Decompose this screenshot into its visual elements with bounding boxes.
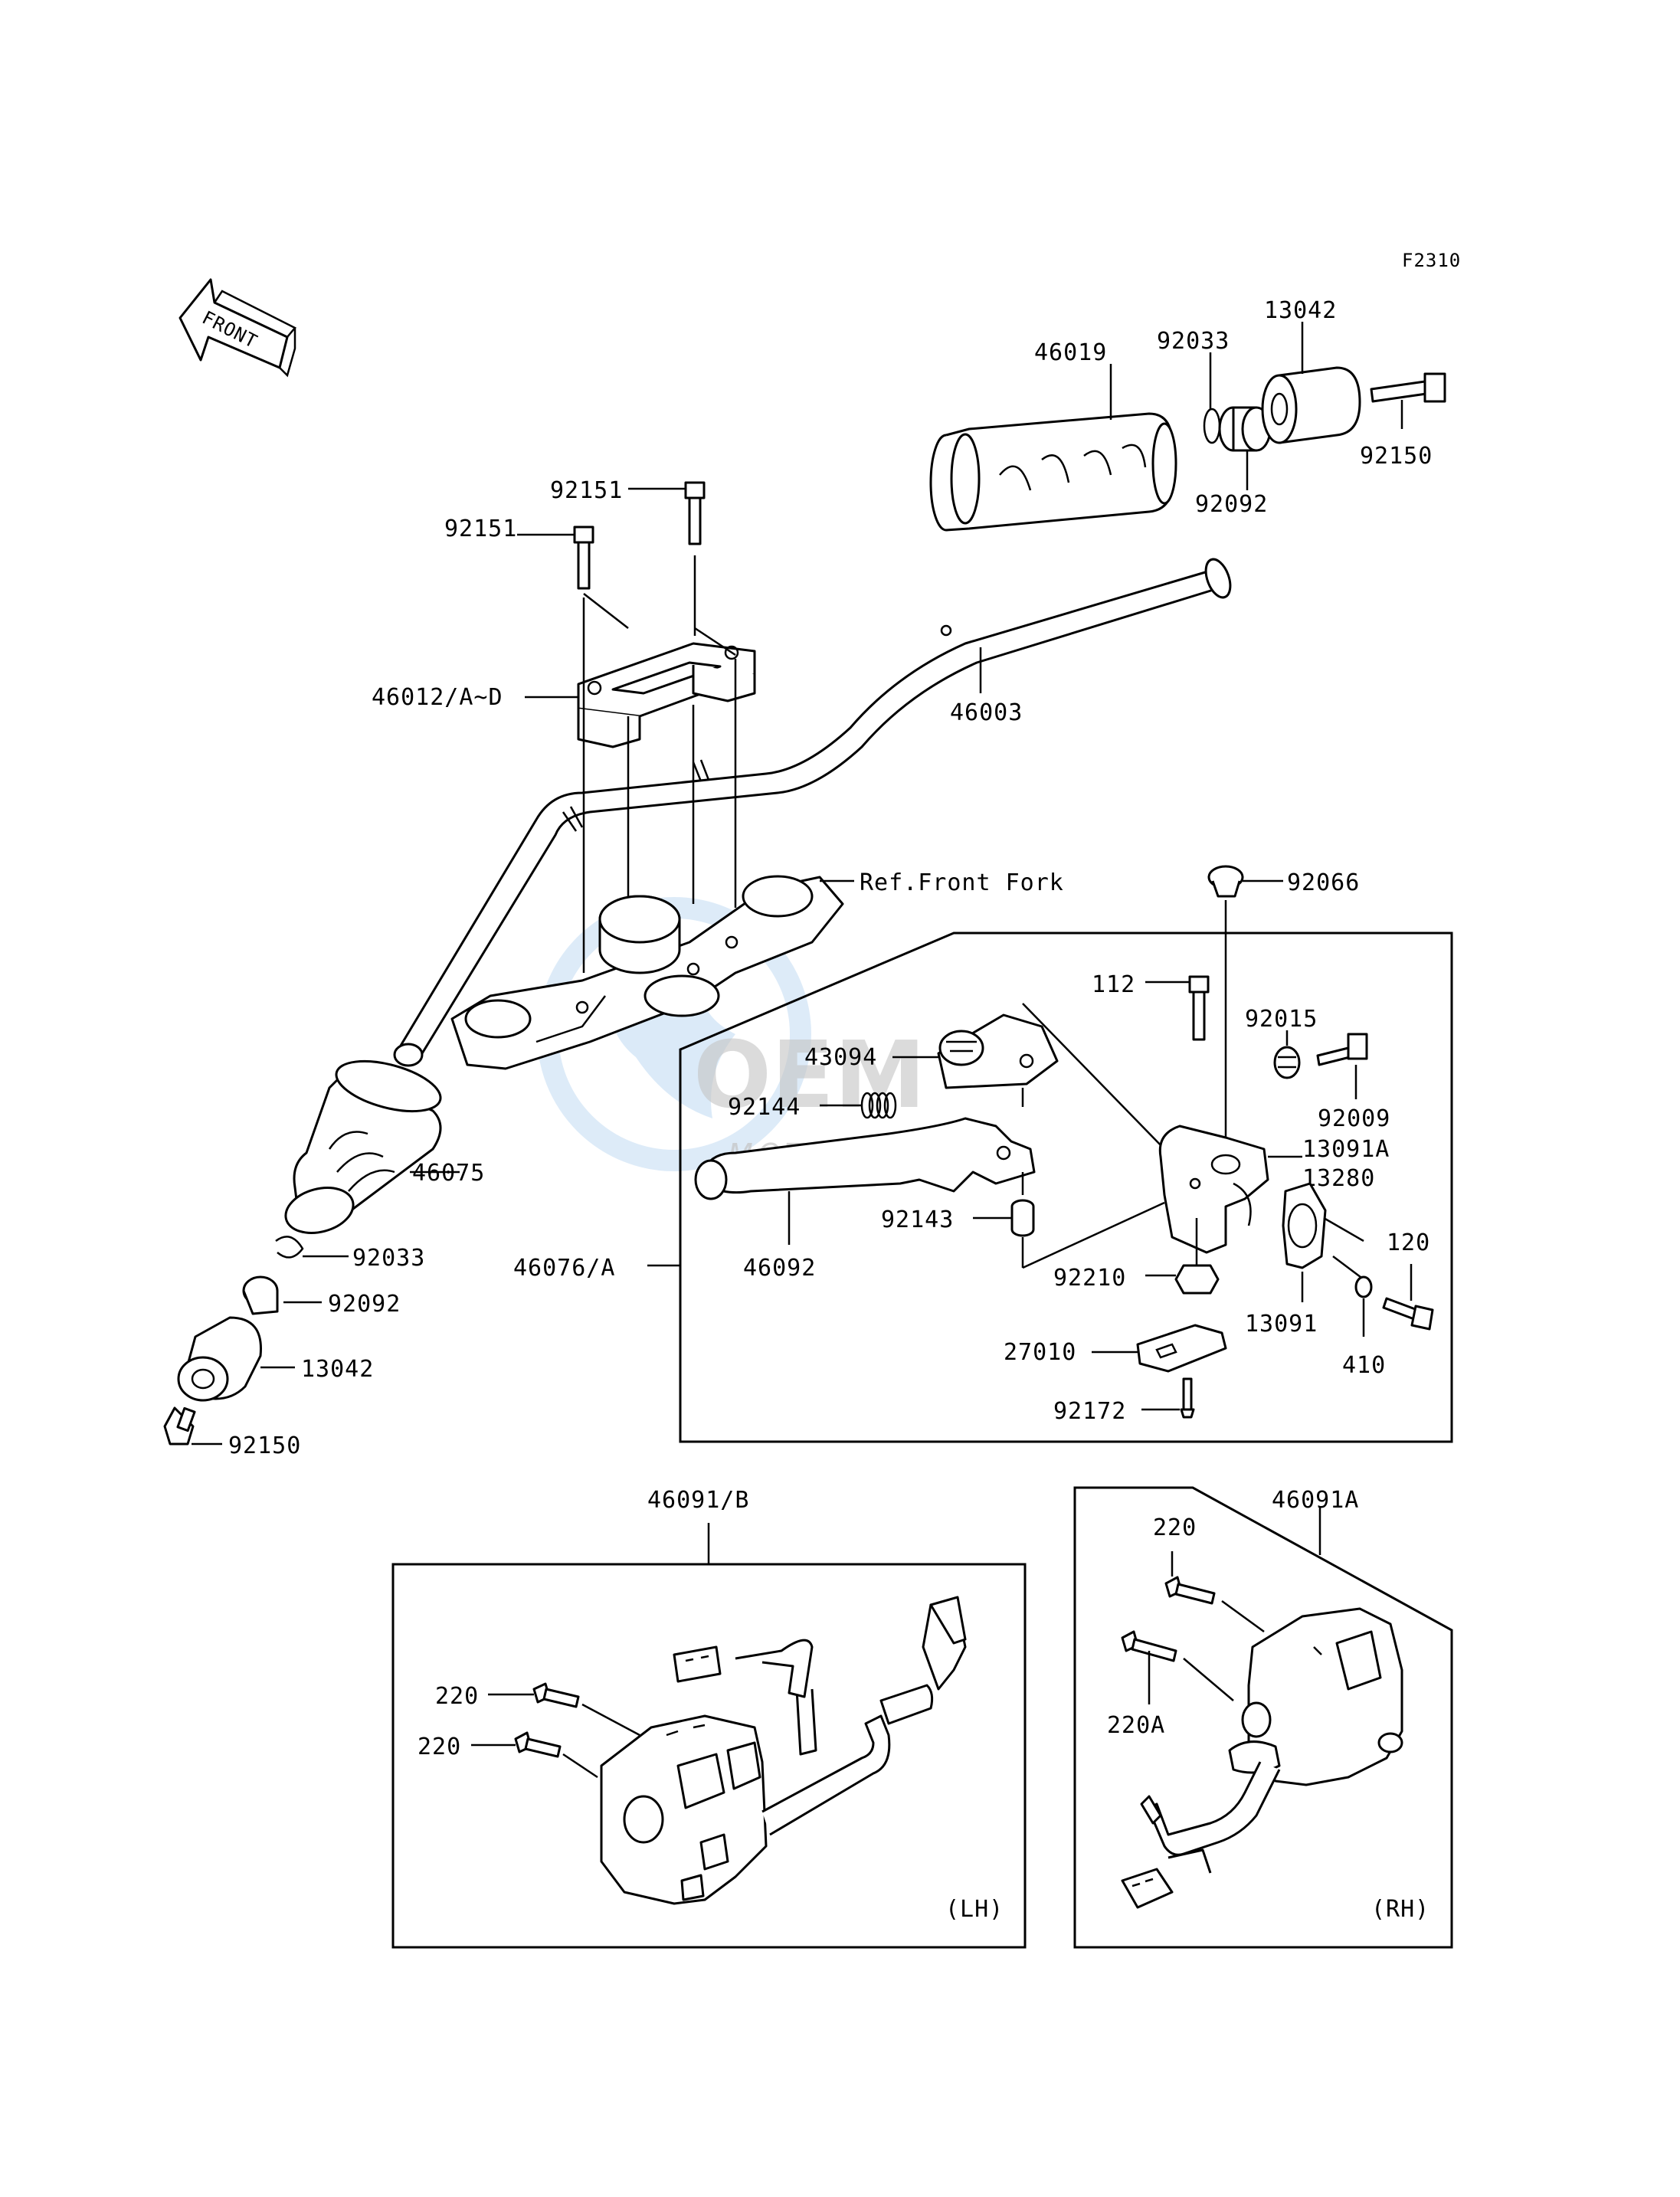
adjuster-43094 — [937, 1013, 1059, 1089]
label-220A: 220A — [1107, 1712, 1165, 1739]
screw-92009 — [1316, 1033, 1368, 1066]
screw-220-lh-b — [514, 1731, 562, 1758]
damper-92092-top — [1218, 406, 1272, 452]
label-46075: 46075 — [412, 1160, 485, 1187]
clamp-13091 — [1282, 1182, 1327, 1269]
handlebar-46003 — [393, 558, 1232, 1067]
label-92092-bot: 92092 — [328, 1291, 401, 1318]
label-13091A: 13091A — [1302, 1136, 1390, 1163]
washer-410 — [1354, 1275, 1373, 1298]
label-92009: 92009 — [1318, 1105, 1390, 1132]
label-46092: 46092 — [743, 1255, 816, 1282]
rh-switch-wiring — [1121, 1761, 1281, 1909]
bolt-92151-a — [573, 526, 594, 590]
rh-switch-housing — [1228, 1607, 1403, 1786]
label-13280: 13280 — [1302, 1165, 1375, 1192]
bolt-112 — [1188, 975, 1210, 1041]
retaining-ring-92033-top — [1203, 408, 1221, 444]
label-92151-b: 92151 — [550, 477, 623, 504]
label-rh: (RH) — [1371, 1896, 1429, 1923]
collar-92143 — [1010, 1199, 1035, 1237]
screw-220-lh-a — [532, 1682, 580, 1708]
label-92066: 92066 — [1287, 869, 1360, 896]
label-92033-top: 92033 — [1157, 328, 1230, 355]
screw-220-rh — [1164, 1576, 1216, 1605]
bolt-92150-top — [1370, 372, 1446, 403]
lh-switch-wiring — [673, 1596, 967, 1836]
bolt-92151-b — [684, 481, 706, 545]
label-92150-bot: 92150 — [228, 1432, 301, 1459]
label-92033-bot: 92033 — [352, 1245, 425, 1272]
weight-13042-top — [1261, 366, 1361, 444]
nut-92210 — [1174, 1264, 1220, 1295]
label-92144: 92144 — [728, 1094, 801, 1121]
label-92151-a: 92151 — [444, 516, 517, 542]
retaining-ring-92033-bot — [275, 1236, 304, 1259]
label-13091: 13091 — [1245, 1311, 1318, 1338]
label-220-rh: 220 — [1153, 1514, 1197, 1541]
label-112: 112 — [1092, 971, 1135, 998]
left-grip-46075 — [284, 1059, 442, 1234]
bolt-120 — [1382, 1297, 1434, 1331]
label-120: 120 — [1387, 1229, 1430, 1256]
lever-bracket-13280 — [1158, 1125, 1269, 1254]
label-46012: 46012/A~D — [372, 684, 503, 711]
right-grip-46019 — [929, 412, 1177, 532]
screw-220A — [1121, 1630, 1177, 1662]
label-220-lh-a: 220 — [435, 1683, 479, 1710]
lever-assembly-box — [679, 932, 1453, 1443]
label-220-lh-b: 220 — [418, 1734, 461, 1760]
label-92015: 92015 — [1245, 1006, 1318, 1033]
front-direction-arrow-icon: FRONT — [178, 278, 296, 378]
label-92150-top: 92150 — [1360, 443, 1433, 470]
switch-27010 — [1136, 1324, 1227, 1373]
upper-triple-clamp — [450, 875, 844, 1070]
label-46091B: 46091/B — [647, 1487, 749, 1514]
cap-92066 — [1207, 865, 1244, 898]
label-92092-top: 92092 — [1195, 491, 1268, 518]
label-92143: 92143 — [881, 1207, 954, 1233]
label-410: 410 — [1342, 1352, 1386, 1379]
bolt-92150-bot — [163, 1406, 196, 1446]
label-46019: 46019 — [1034, 339, 1107, 366]
label-13042-top: 13042 — [1264, 297, 1337, 324]
rh-switch-box — [1073, 1486, 1453, 1949]
figure-code: F2310 — [1402, 250, 1461, 271]
label-lh: (LH) — [945, 1896, 1004, 1923]
label-13042-bot: 13042 — [301, 1356, 374, 1383]
clutch-lever-46092 — [694, 1117, 1036, 1200]
label-43094: 43094 — [804, 1044, 877, 1071]
handle-holder-46012 — [577, 642, 756, 748]
label-ref-front-fork: Ref.Front Fork — [860, 869, 1064, 896]
label-46003: 46003 — [950, 699, 1023, 726]
damper-92092-bot — [242, 1275, 279, 1315]
screw-92172 — [1180, 1377, 1195, 1419]
nut-92015 — [1273, 1046, 1301, 1079]
label-46076: 46076/A — [513, 1255, 615, 1282]
lh-switch-housing — [600, 1714, 768, 1905]
weight-13042-bot — [177, 1316, 262, 1402]
label-92210: 92210 — [1053, 1265, 1126, 1292]
label-92172: 92172 — [1053, 1398, 1126, 1425]
label-46091A: 46091A — [1272, 1487, 1359, 1514]
label-27010: 27010 — [1004, 1339, 1076, 1366]
